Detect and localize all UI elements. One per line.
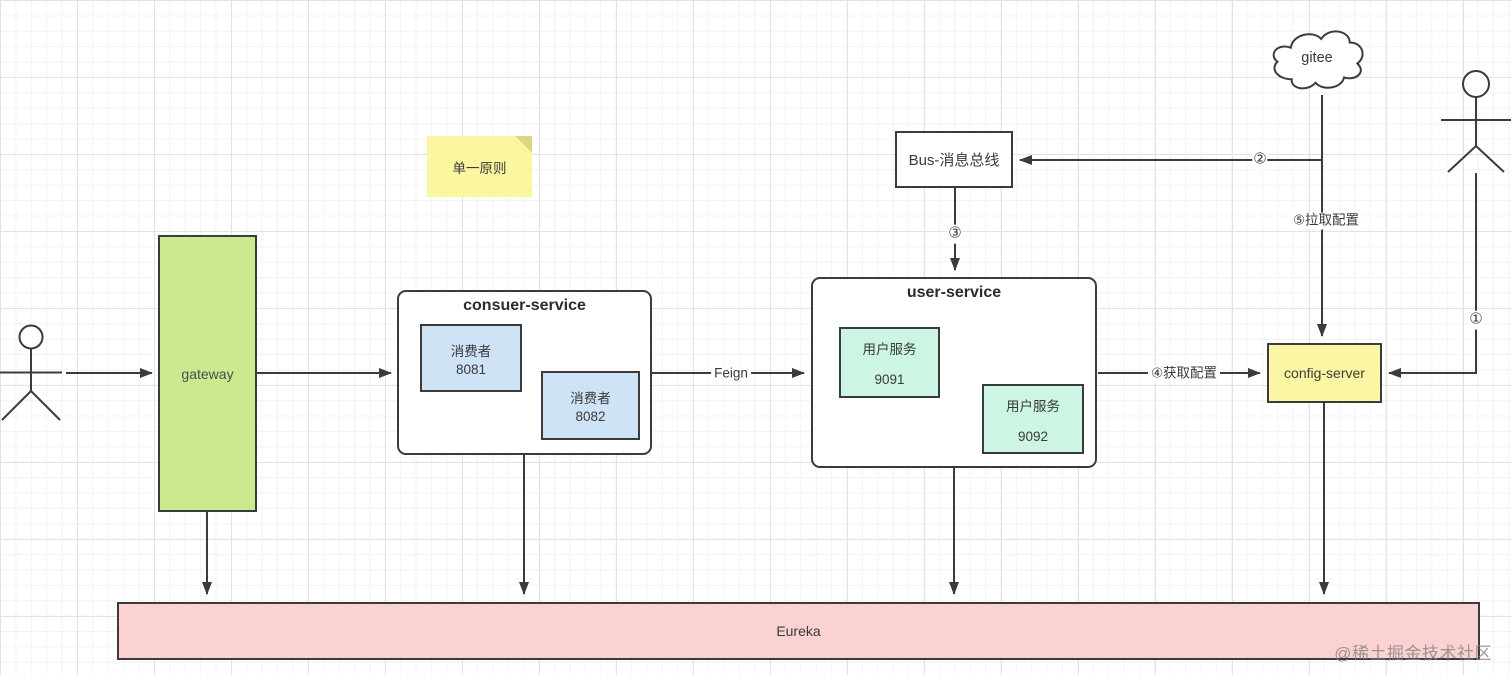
user-instance-name: 用户服务 [1006,398,1060,414]
eureka-node: Eureka [117,602,1480,660]
edge-actor-to-config [1388,173,1477,378]
user-instance-9092: 用户服务 9092 [982,384,1084,454]
edge-label-step1: ① [1468,310,1484,330]
edge-label-step4-get-config: ④获取配置 [1147,365,1221,383]
edge-label-step3: ③ [947,224,963,244]
juejin-watermark: @稀土掘金技术社区 [1334,644,1492,663]
user-service-group: user-service 用户服务 9091 用户服务 9092 [811,277,1097,468]
edge-label-feign: Feign [711,365,751,383]
bus-message-bus-node: Bus-消息总线 [895,131,1013,188]
config-server-node: config-server [1267,343,1382,403]
user-instance-port: 9091 [874,372,905,387]
gateway-node: gateway [158,235,257,512]
gitee-cloud-label: gitee [1301,50,1333,66]
user-instance-port: 9092 [1017,428,1049,444]
consumer-instance-port: 8082 [575,409,606,424]
consumer-instance-8081: 消费者 8081 [420,324,522,392]
edge-label-step2: ② [1252,150,1268,170]
sticky-note-fold [515,136,532,153]
actor-left [0,324,62,421]
consumer-service-title: consuer-service [463,297,586,314]
user-service-title: user-service [906,284,1002,301]
consumer-instance-name: 消费者 [570,391,611,406]
consumer-instance-8082: 消费者 8082 [541,371,640,440]
user-instance-name: 用户服务 [862,342,917,357]
sticky-note: 单一原则 [427,136,532,197]
consumer-instance-port: 8081 [455,361,487,377]
actor-right [1441,70,1511,173]
edge-label-step5-pull-config: ⑤拉取配置 [1289,212,1363,230]
consumer-service-group: consuer-service 消费者 8081 消费者 8082 [397,290,652,455]
consumer-instance-name: 消费者 [450,343,492,359]
user-instance-9091: 用户服务 9091 [839,327,940,398]
